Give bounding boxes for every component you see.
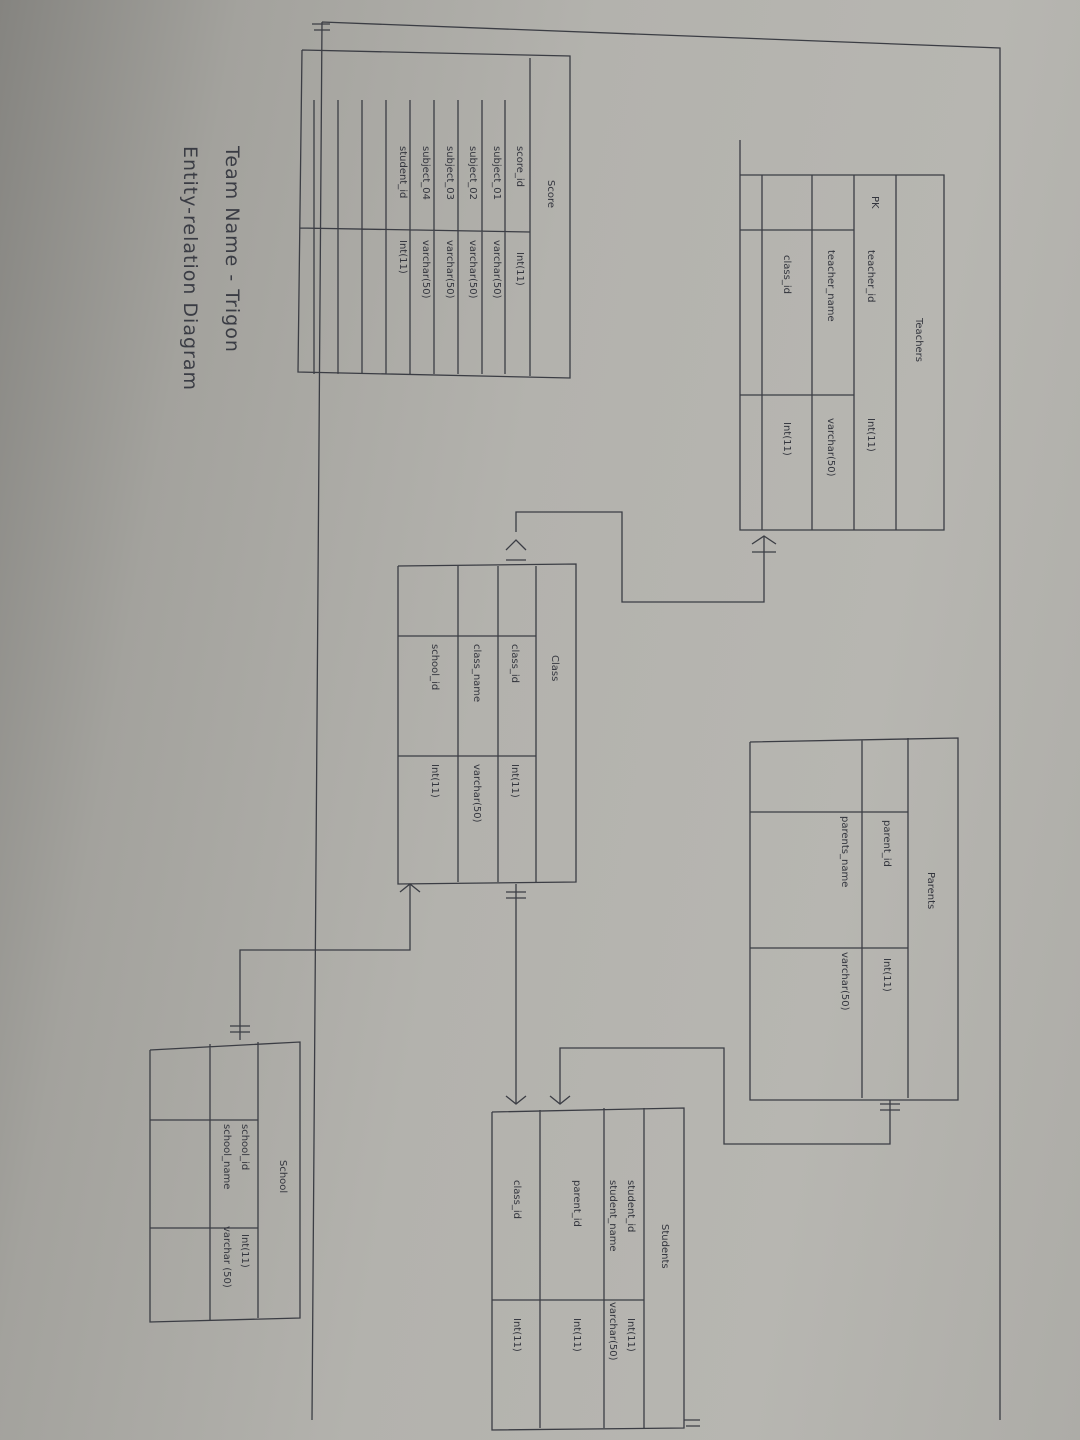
entity-school: School school_id Int(11) school_name var… [149,1041,301,1323]
parents-one-end [880,1103,900,1111]
parents-table-outline [749,737,959,1101]
score-field-2: subject_01 [491,146,502,200]
students-field-1: student_id [625,1180,636,1232]
class-field-3: school_id [429,644,440,690]
entity-class: Class class_id Int(11) class_name varcha… [397,563,577,885]
students-field-2: student_name [607,1180,618,1252]
score-field-3: subject_02 [467,146,478,200]
class-type-3: Int(11) [429,764,440,798]
teachers-field-3: class_id [781,255,792,294]
school-one-end [230,1025,250,1033]
score-type-6: Int(11) [397,240,408,274]
connector-class-teachers [515,511,765,603]
entity-score: Score score_id Int(11) subject_01 varcha… [297,49,571,379]
parents-title: Parents [925,872,936,909]
school-field-1: school_id [239,1124,250,1170]
students-table-outline [491,1107,685,1431]
entity-teachers: Teachers PK teacher_id Int(11) teacher_n… [739,140,945,531]
teachers-title: Teachers [913,317,924,362]
class-many-end-to-school [399,883,421,893]
students-field-4: class_id [511,1180,522,1219]
students-type-4: Int(11) [511,1318,522,1352]
students-type-1: Int(11) [625,1318,636,1352]
score-field-4: subject_03 [444,146,455,200]
score-title: Score [545,180,556,208]
teachers-many-end [751,535,777,553]
students-type-2: varchar(50) [607,1302,618,1361]
students-title: Students [659,1224,670,1269]
school-field-2: school_name [221,1124,232,1189]
parents-type-2: varchar(50) [839,952,850,1011]
teachers-type-3: Int(11) [781,422,792,456]
school-type-2: varchar (50) [221,1226,232,1288]
parents-type-1: Int(11) [881,958,892,992]
class-one-end-to-teachers [505,539,527,561]
score-field-5: subject_04 [420,146,431,200]
score-table-outline [297,49,571,379]
score-field-6: student_id [397,146,408,198]
school-table-outline [149,1041,301,1323]
score-type-2: varchar(50) [491,240,502,299]
teachers-pk-marker: PK [869,196,880,209]
teachers-type-2: varchar(50) [825,418,836,477]
score-field-1: score_id [514,146,525,187]
students-many-end-parents [549,1095,571,1105]
class-one-end-to-students [506,891,526,899]
connector-parents-students [559,1047,891,1145]
entity-parents: Parents parent_id Int(11) parents_name v… [749,737,959,1101]
team-name-label: Team Name - Trigon [221,145,243,353]
class-field-1: class_id [509,644,520,683]
class-table-outline [397,563,577,885]
score-type-1: Int(11) [514,252,525,286]
teachers-field-2: teacher_name [825,250,836,322]
page-border [311,21,1001,1421]
school-type-1: Int(11) [239,1234,250,1268]
students-edge-mark [684,1419,700,1427]
score-type-5: varchar(50) [420,240,431,299]
class-type-2: varchar(50) [471,764,482,823]
parents-field-2: parents_name [839,816,850,887]
class-field-2: class_name [471,644,482,702]
entity-students: Students student_id Int(11) student_name… [491,1107,685,1431]
diagram-subtitle: Entity-relation Diagram [179,146,201,391]
students-type-3: Int(11) [571,1318,582,1352]
class-title: Class [549,655,560,681]
teachers-field-1: teacher_id [865,250,876,302]
parents-field-1: parent_id [881,820,892,867]
teachers-type-1: Int(11) [865,418,876,452]
students-many-end-class [505,1095,527,1105]
students-field-3: parent_id [571,1180,582,1227]
connector-class-school [239,884,411,1040]
border-corner-mark [312,23,330,31]
score-type-3: varchar(50) [467,240,478,299]
score-type-4: varchar(50) [444,240,455,299]
class-type-1: Int(11) [509,764,520,798]
school-title: School [277,1160,288,1193]
teachers-table-outline [739,140,945,531]
